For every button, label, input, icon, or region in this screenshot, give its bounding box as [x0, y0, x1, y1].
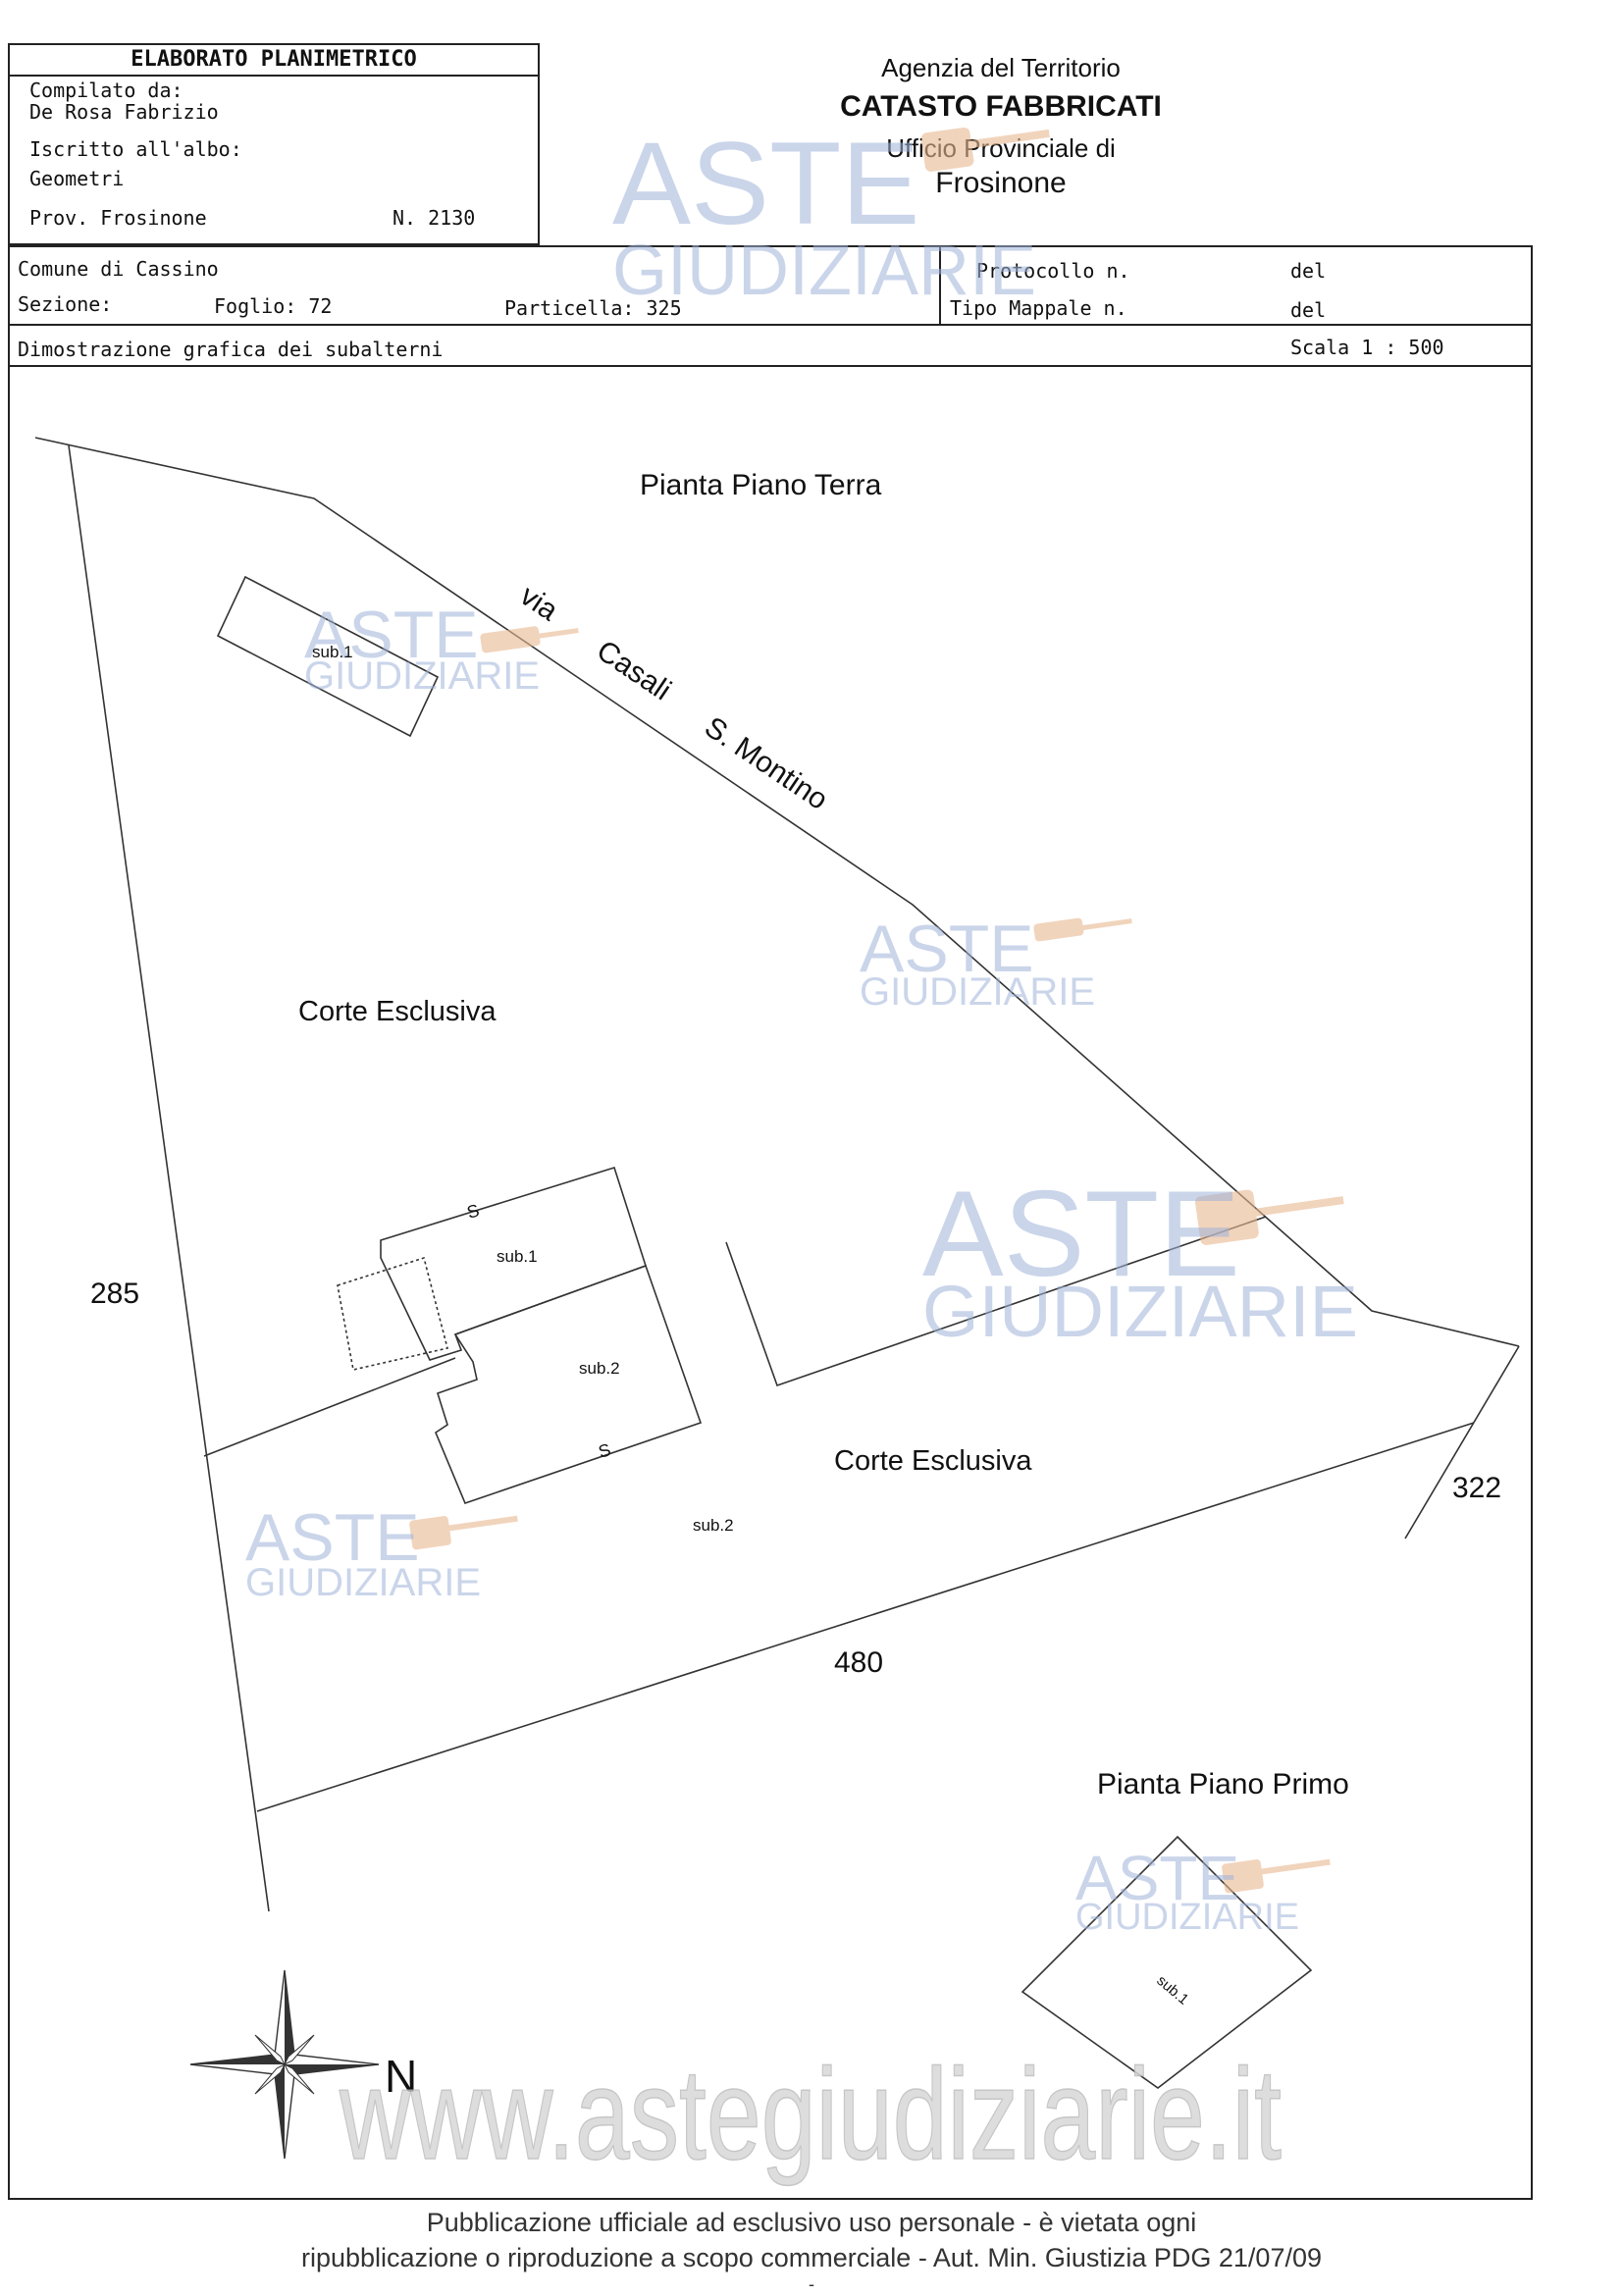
wm-site: www.astegiudiziarie.it	[339, 2042, 1282, 2186]
protocollo-del: del	[1290, 259, 1327, 283]
north-label: N	[385, 2051, 417, 2102]
sub1-shed-label: sub.1	[312, 643, 353, 661]
sezione-label: Sezione:	[18, 292, 113, 316]
prov-label: Prov. Frosinone	[29, 206, 207, 230]
drawing-frame	[8, 365, 1533, 2200]
wm-giudiziarie-3: GIUDIZIARIE	[922, 1271, 1358, 1352]
wm-giudiziarie-1: GIUDIZIARIE	[304, 654, 540, 698]
corte-esclusiva-1: Corte Esclusiva	[298, 996, 497, 1027]
sub1-building-label: sub.1	[497, 1247, 538, 1266]
wm-aste-5: ASTE	[1075, 1843, 1239, 1913]
sub1-shed	[216, 575, 440, 738]
agency-line2: CATASTO FABBRICATI	[840, 90, 1162, 123]
sub2-building-label: sub.2	[579, 1359, 620, 1378]
wm-giudiziarie-2: GIUDIZIARIE	[860, 970, 1095, 1014]
sub2-court-label: sub.2	[693, 1516, 734, 1535]
n-label: N. 2130	[393, 206, 476, 230]
dimostrazione-label: Dimostrazione grafica dei subalterni	[18, 338, 444, 361]
wm-aste-1: ASTE	[304, 598, 479, 672]
wm-giudiziarie-top: GIUDIZIARIE	[612, 232, 1036, 310]
watermark-gavels	[409, 127, 1344, 1894]
street-smontino: S. Montino	[699, 710, 833, 816]
dimension-285: 285	[90, 1278, 139, 1310]
tipo-mappale-label: Tipo Mappale n.	[950, 296, 1127, 320]
particella-label: Particella: 325	[504, 296, 682, 320]
street-via: via	[514, 579, 564, 627]
watermark-texts: ASTE GIUDIZIARIE ASTE GIUDIZIARIE ASTE G…	[245, 118, 1358, 1938]
south-boundary	[256, 1422, 1475, 1812]
west-boundary	[68, 444, 270, 1912]
wm-giudiziarie-4: GIUDIZIARIE	[245, 1561, 481, 1604]
elaborato-title: ELABORATO PLANIMETRICO	[131, 47, 417, 72]
sub1-first-label: sub.1	[1153, 1972, 1191, 2009]
plan-lines	[34, 437, 1520, 2089]
compass-rose	[189, 1969, 380, 2160]
s-mark-2: S	[597, 1439, 613, 1462]
compilato-label: Compilato da:	[29, 78, 183, 102]
iscritto-label: Iscritto all'albo:	[29, 137, 242, 161]
footer-line1: Pubblicazione ufficiale ad esclusivo uso…	[426, 2208, 1197, 2237]
iscritto-value: Geometri	[29, 167, 125, 190]
dimension-322: 322	[1452, 1472, 1501, 1504]
title-first: Pianta Piano Primo	[1097, 1768, 1349, 1800]
footer-line2: ripubblicazione o riproduzione a scopo c…	[300, 2243, 1322, 2272]
wm-aste-4: ASTE	[245, 1500, 420, 1575]
wm-aste-2: ASTE	[860, 912, 1034, 986]
dimension-480: 480	[834, 1646, 883, 1679]
info-vertical-divider	[939, 245, 941, 326]
compiler-box	[8, 43, 540, 245]
parcel-boundary	[34, 437, 1520, 1347]
wm-aste-top: ASTE	[612, 118, 919, 249]
title-ground: Pianta Piano Terra	[640, 469, 882, 501]
protocollo-label: Protocollo n.	[976, 259, 1130, 283]
annex	[337, 1256, 448, 1371]
division-line	[203, 1357, 456, 1457]
sub2-court-line	[725, 1216, 1267, 1387]
title-divider	[8, 75, 540, 77]
compilato-name: De Rosa Fabrizio	[29, 100, 219, 124]
foglio-label: Foglio: 72	[214, 294, 333, 318]
wm-aste-3: ASTE	[922, 1167, 1240, 1302]
east-stub	[1404, 1345, 1520, 1539]
s-mark-1: S	[465, 1200, 482, 1223]
building-sub2	[435, 1264, 703, 1504]
building-sub1	[380, 1167, 647, 1361]
agency-line4: Frosinone	[935, 167, 1067, 199]
footer-line3: -	[809, 2274, 814, 2294]
wm-giudiziarie-5: GIUDIZIARIE	[1075, 1897, 1299, 1938]
agency-line1: Agenzia del Territorio	[881, 53, 1121, 82]
first-floor-sub1	[1021, 1835, 1313, 2089]
scala-label: Scala 1 : 500	[1290, 336, 1444, 359]
tipo-del: del	[1290, 298, 1327, 322]
comune-label: Comune di Cassino	[18, 257, 219, 281]
corte-esclusiva-2: Corte Esclusiva	[834, 1445, 1032, 1477]
